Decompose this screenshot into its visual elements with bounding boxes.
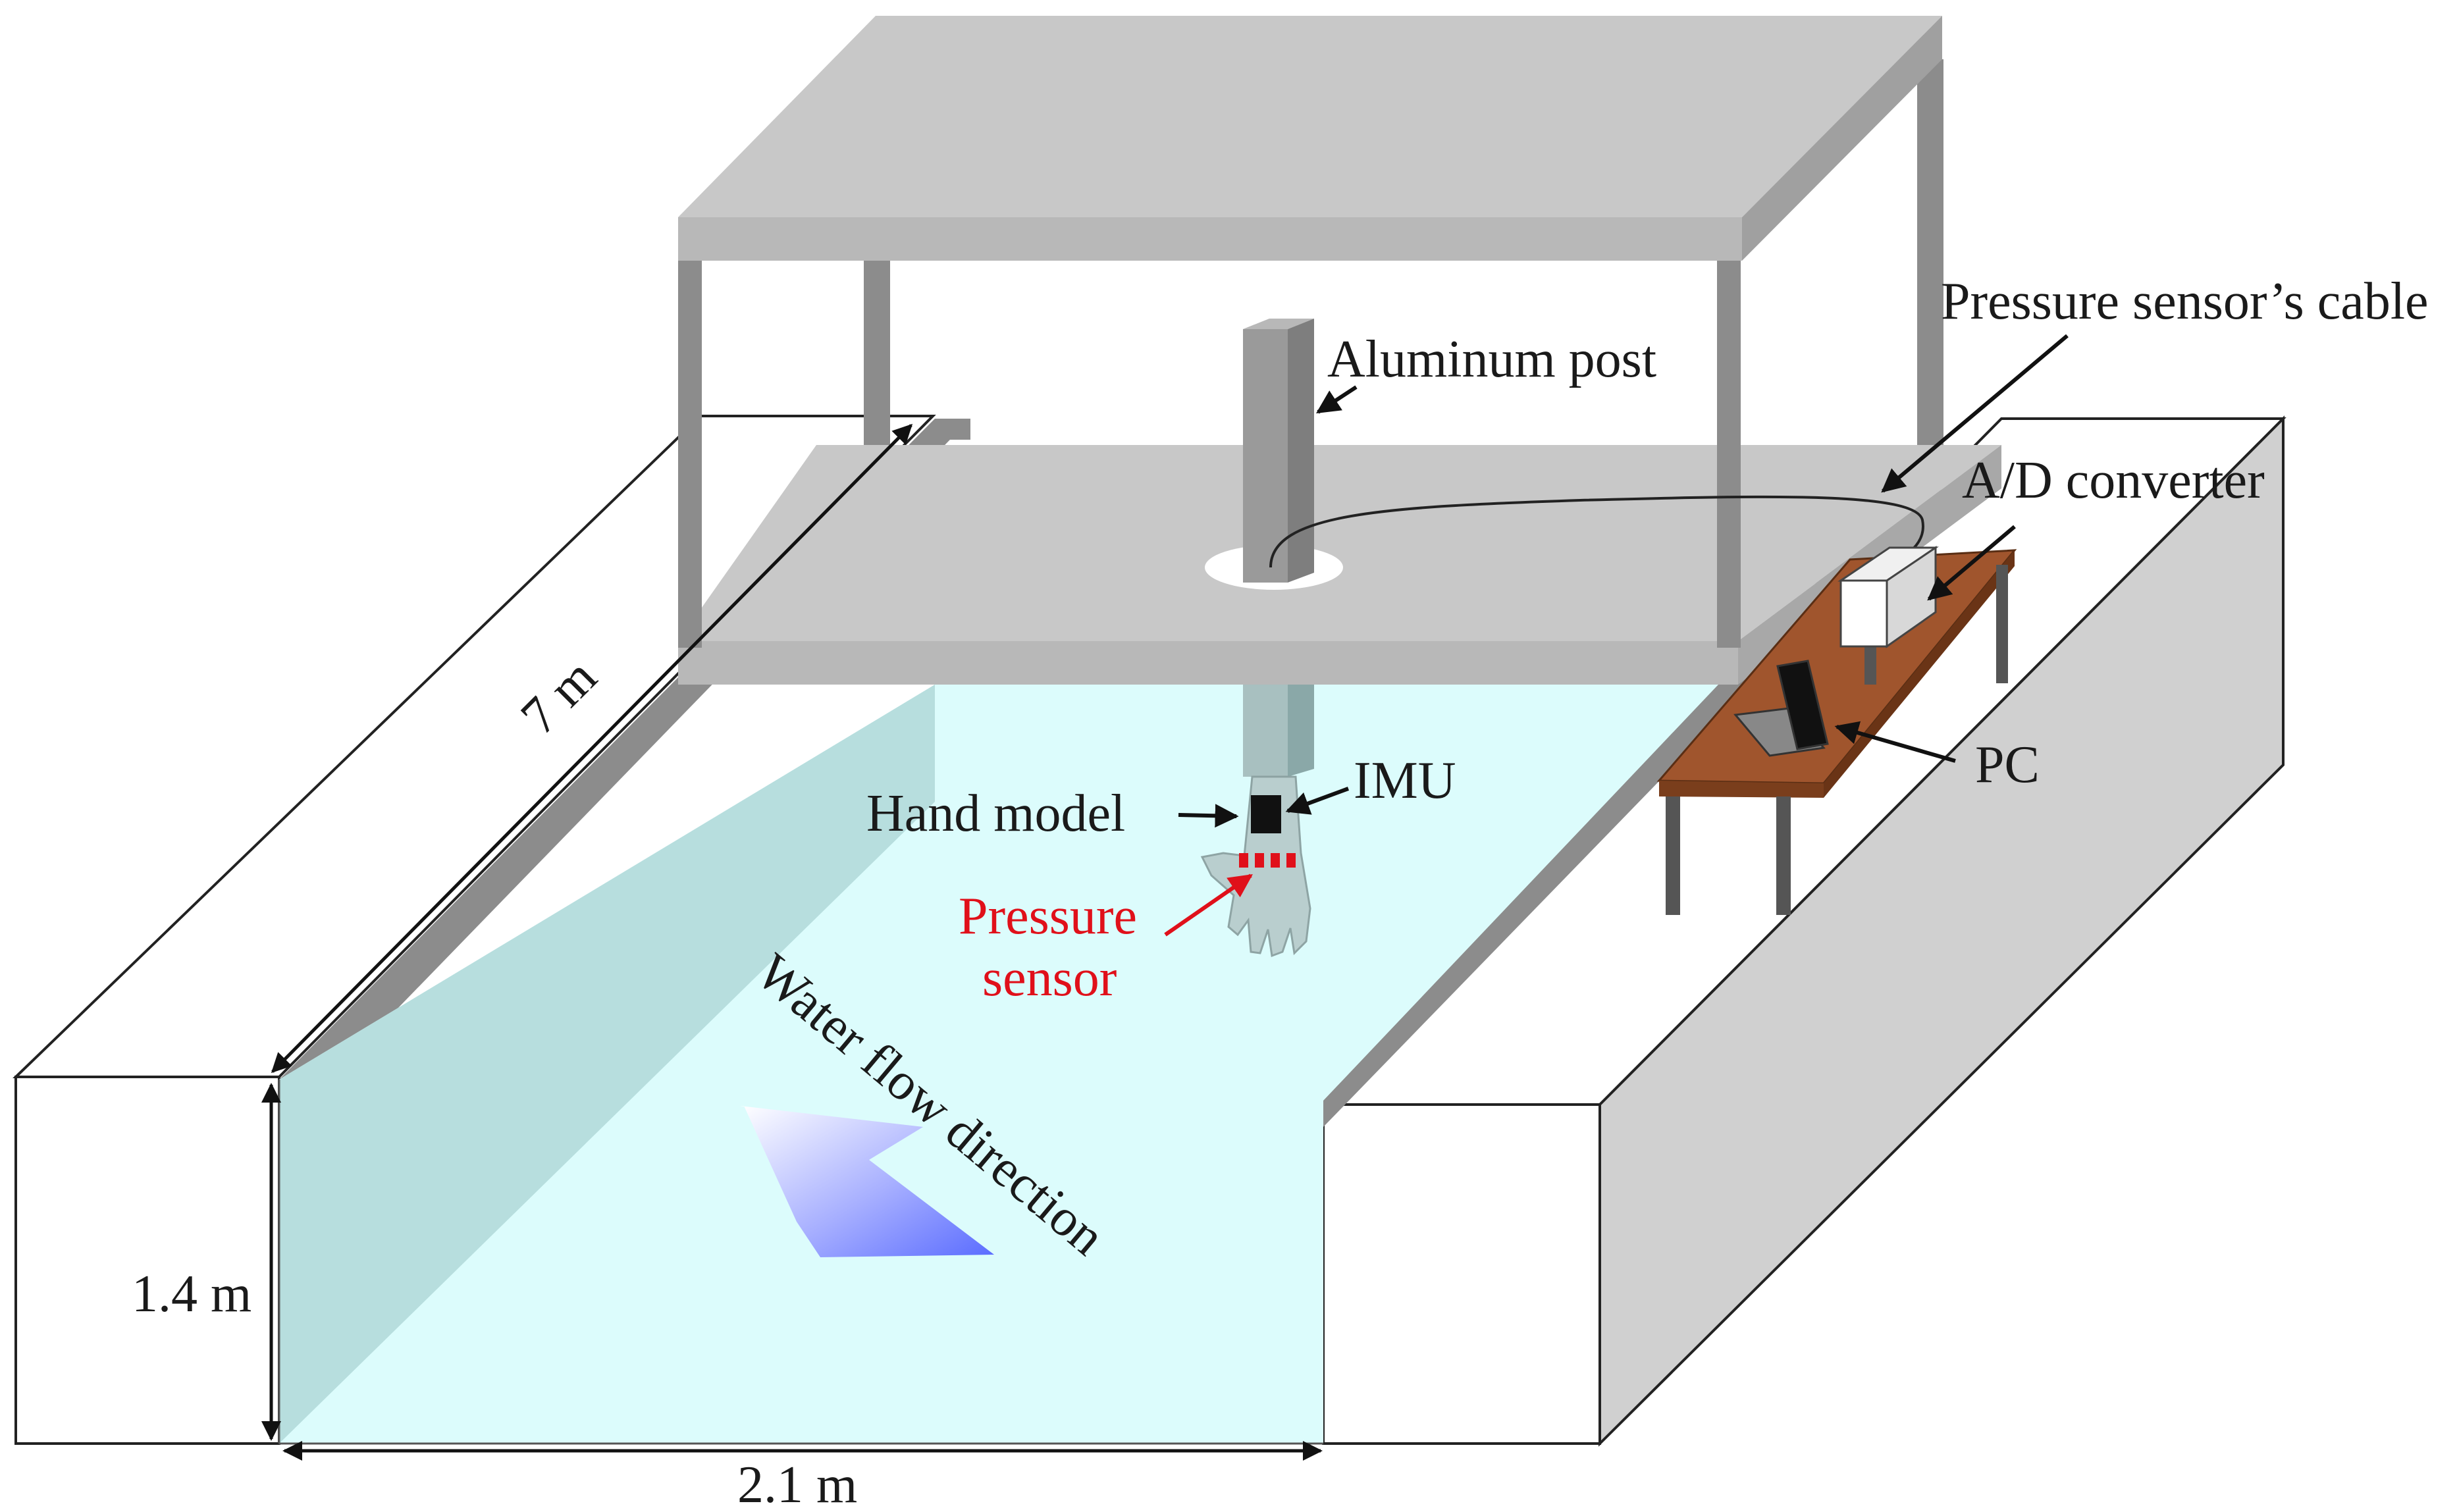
pc-arrow <box>1834 721 1956 763</box>
dimension-2-1m-label: 2.1 m <box>737 1456 857 1512</box>
imu-label: IMU <box>1354 752 1456 810</box>
imu-arrow <box>1285 787 1350 815</box>
pressure-sensor-arrow <box>1164 873 1253 937</box>
hand-model <box>1200 775 1311 958</box>
pressure-cable-label: Pressure sensor’s cable <box>1941 273 2429 330</box>
pressure-sensors <box>1239 853 1296 868</box>
imu-block <box>1251 795 1281 833</box>
pressure-sensor-label-line1: Pressure <box>959 887 1137 945</box>
dimension-1-4m-label: 1.4 m <box>132 1265 251 1323</box>
aluminum-post <box>1243 319 1314 777</box>
cable-arrow <box>1881 334 2069 493</box>
pressure-sensor-label-line2: sensor <box>982 949 1117 1007</box>
laptop-pc <box>1733 660 1829 757</box>
hand-model-label: Hand model <box>866 785 1125 843</box>
right-wall <box>1298 415 2286 1447</box>
pc-label: PC <box>1975 736 2040 794</box>
dimension-7m-line <box>271 423 913 1074</box>
water-flow-arrow <box>740 1106 994 1257</box>
hand-model-arrow <box>1178 804 1239 828</box>
ad-converter-arrow <box>1927 525 2016 601</box>
aluminum-post-arrow <box>1315 385 1358 414</box>
ad-converter-label: A/D converter <box>1962 452 2265 509</box>
ad-converter-box <box>1837 546 1939 648</box>
aluminum-post-label: Aluminum post <box>1327 330 1656 388</box>
pressure-sensor-cable <box>1269 495 1924 568</box>
